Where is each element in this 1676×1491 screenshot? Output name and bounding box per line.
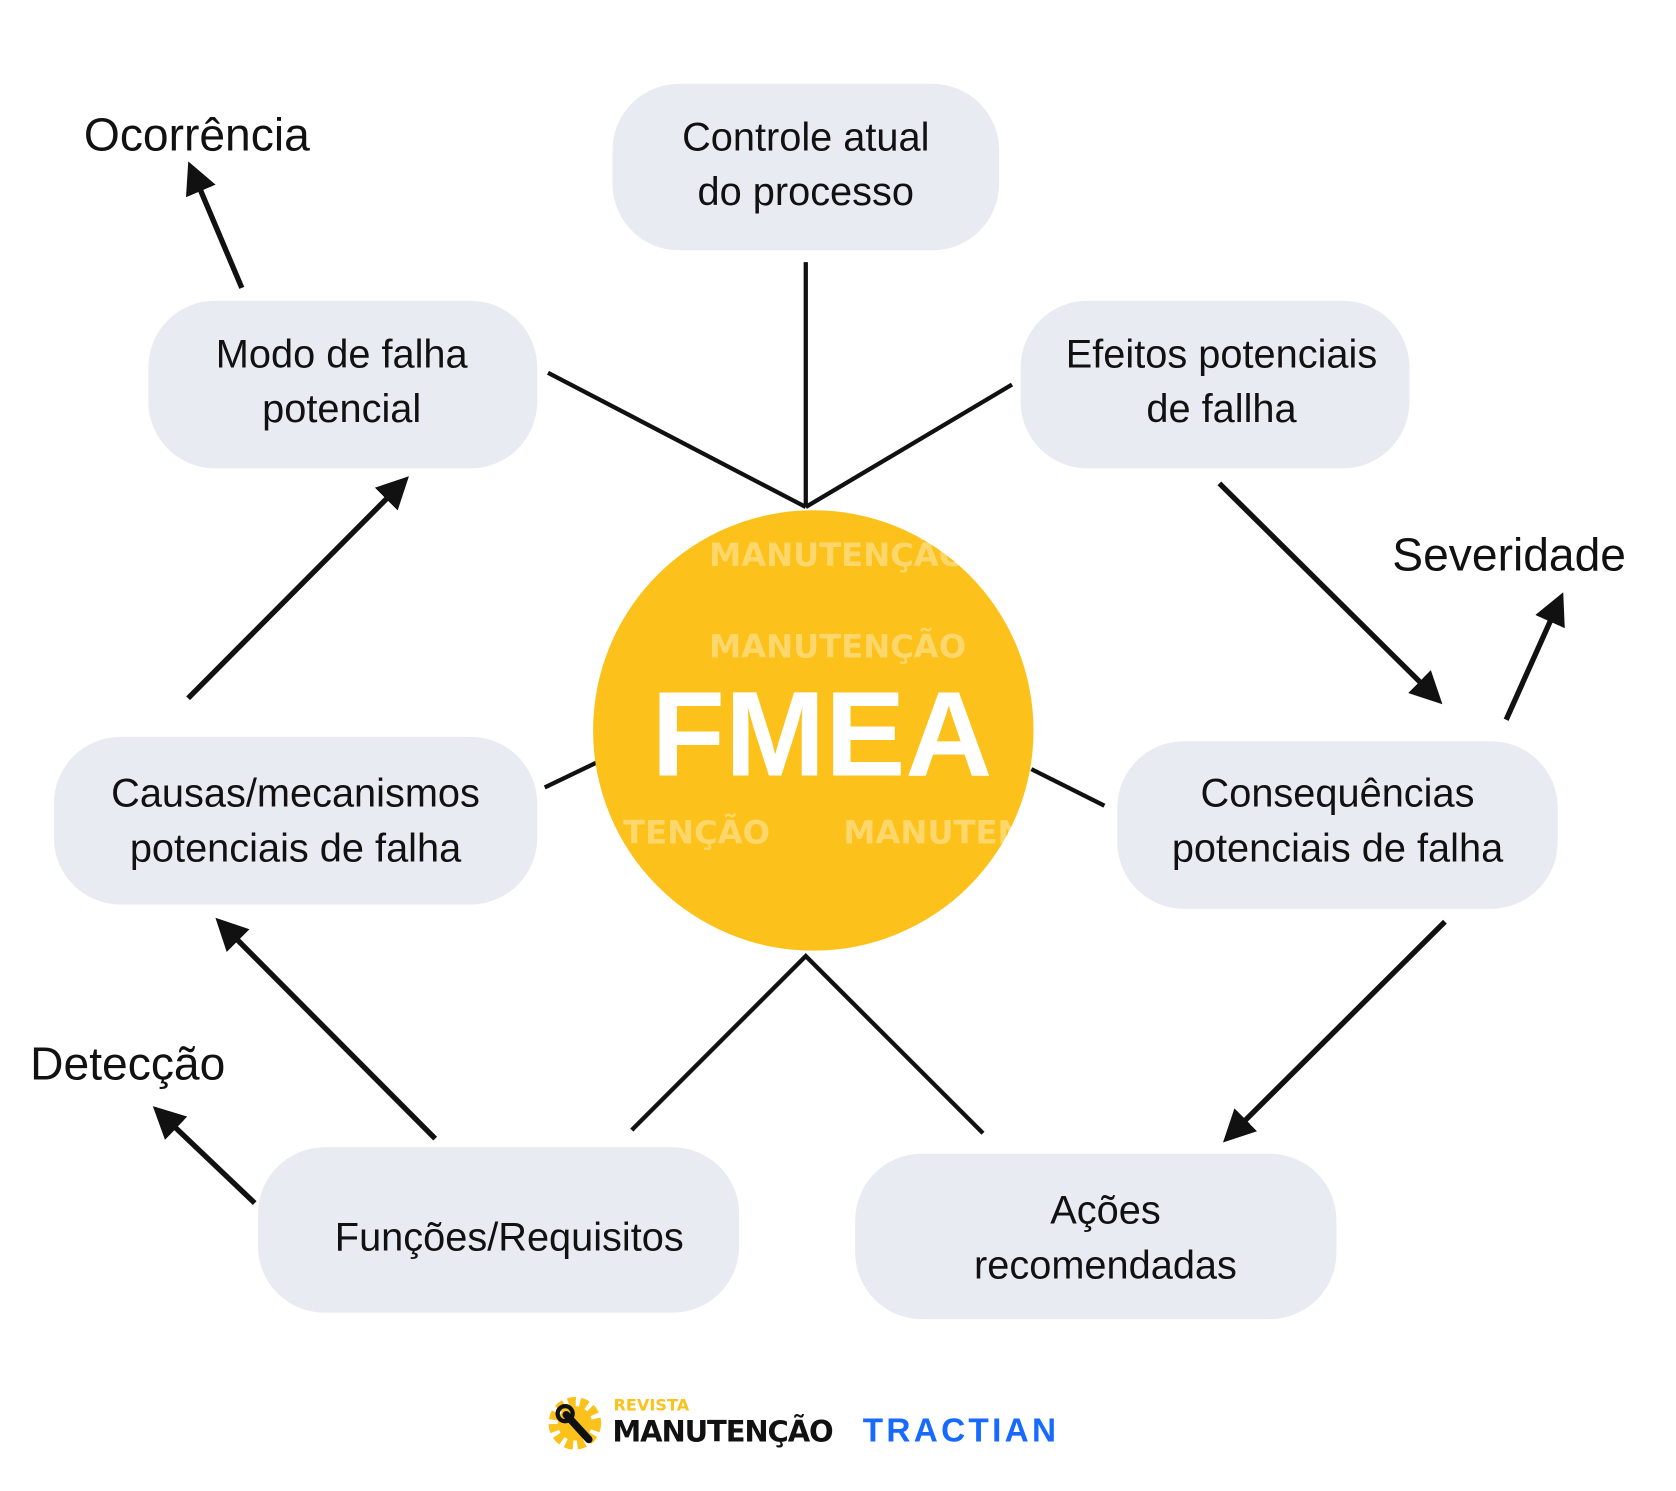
svg-text:MANUTEN: MANUTEN bbox=[843, 813, 1024, 851]
fmea-center: MANUTENÇÃO MANUTENÇÃO TENÇÃO MANUTEN FME… bbox=[593, 510, 1034, 951]
connector-lines bbox=[543, 262, 1106, 1135]
center-circle bbox=[593, 510, 1034, 951]
label-ocorrencia: Ocorrência bbox=[84, 108, 310, 160]
tractian-logo: TRACTIAN bbox=[863, 1413, 1056, 1450]
logo-text: MANUTENÇÃO bbox=[612, 1415, 833, 1449]
node-text: potenciais de falha bbox=[130, 827, 462, 871]
node-text: Ações bbox=[1050, 1189, 1160, 1233]
node-text: Modo de falha bbox=[216, 332, 469, 376]
node-text: recomendadas bbox=[974, 1243, 1237, 1287]
node-acoes: Ações recomendadas bbox=[855, 1153, 1337, 1320]
node-funcoes: Funções/Requisitos bbox=[257, 1147, 740, 1313]
node-text: Controle atual bbox=[682, 115, 929, 159]
svg-text:TENÇÃO: TENÇÃO bbox=[623, 813, 770, 851]
node-text: de fallha bbox=[1146, 387, 1297, 431]
svg-text:MANUTENÇÃO: MANUTENÇÃO bbox=[709, 536, 966, 574]
node-efeitos: Efeitos potenciais de fallha bbox=[1020, 300, 1410, 469]
node-consequencias: Consequências potenciais de falha bbox=[1117, 741, 1558, 909]
node-controle: Controle atual do processo bbox=[612, 83, 1000, 251]
label-deteccao: Detecção bbox=[30, 1038, 225, 1090]
node-text: potenciais de falha bbox=[1172, 827, 1504, 871]
logo-text: REVISTA bbox=[613, 1395, 689, 1414]
node-text: potencial bbox=[262, 387, 421, 431]
node-modo-de-falha: Modo de falha potencial bbox=[148, 300, 538, 469]
node-text: Efeitos potenciais bbox=[1066, 332, 1377, 376]
center-label: FMEA bbox=[651, 668, 992, 802]
node-text: Funções/Requisitos bbox=[335, 1215, 684, 1259]
node-text: Consequências bbox=[1201, 772, 1475, 816]
gear-wrench-icon bbox=[548, 1397, 602, 1450]
node-causas: Causas/mecanismos potenciais de falha bbox=[53, 736, 538, 905]
label-severidade: Severidade bbox=[1392, 528, 1626, 580]
node-text: Causas/mecanismos bbox=[111, 772, 480, 816]
node-text: do processo bbox=[698, 170, 914, 214]
svg-text:MANUTENÇÃO: MANUTENÇÃO bbox=[709, 627, 966, 665]
flow-arrows bbox=[152, 161, 1565, 1206]
revista-manutencao-logo: REVISTA MANUTENÇÃO bbox=[548, 1395, 834, 1450]
